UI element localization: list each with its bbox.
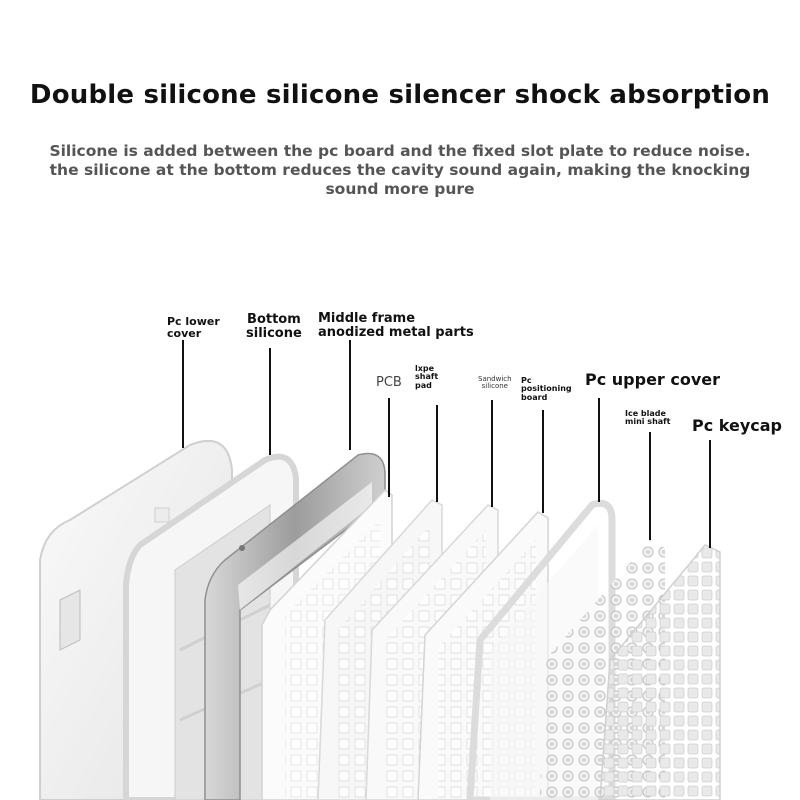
label-line: Sandwich	[478, 375, 512, 383]
label-line: lxpe	[415, 364, 435, 373]
label-line: positioning	[521, 384, 572, 394]
label-pc-lower-cover: Pc lower cover	[167, 316, 220, 339]
label-line: board	[521, 392, 548, 402]
label-line: pad	[415, 380, 432, 390]
label-sandwich-silicone: Sandwich silicone	[478, 375, 512, 391]
label-line: Pc	[521, 376, 532, 385]
label-line: Bottom	[247, 312, 301, 327]
label-line: silicone	[481, 382, 508, 391]
label-line: shaft	[415, 372, 439, 382]
page-title: Double silicone silicone silencer shock …	[29, 80, 771, 110]
label-pc-upper-cover: Pc upper cover	[585, 370, 721, 389]
label-middle-frame: Middle frame anodized metal parts	[318, 312, 474, 339]
label-line: cover	[167, 326, 202, 340]
label-line: silicone	[246, 325, 302, 341]
subtitle-line-1: Silicone is added between the pc board a…	[49, 142, 751, 160]
middle-frame-layer	[204, 452, 386, 800]
label-line: anodized metal parts	[318, 324, 474, 340]
label-line: Ice blade	[625, 409, 666, 418]
label-pc-keycap: Pc keycap	[692, 416, 783, 435]
leader-lines	[182, 340, 711, 548]
label-pcb: PCB	[376, 375, 402, 390]
label-ixpe-shaft-pad: lxpe shaft pad	[415, 364, 439, 390]
pc-keycap-layer	[599, 544, 721, 800]
subtitle: Silicone is added between the pc board a…	[20, 142, 780, 199]
label-line: Middle frame	[318, 311, 416, 326]
label-pc-positioning-board: Pc positioning board	[521, 376, 572, 402]
label-ice-blade-mini-shaft: Ice blade mini shaft	[625, 409, 671, 427]
subtitle-line-3: sound more pure	[325, 180, 475, 198]
label-line: Pc lower	[167, 315, 220, 328]
label-bottom-silicone: Bottom silicone	[246, 313, 302, 340]
subtitle-line-2: the silicone at the bottom reduces the c…	[49, 161, 751, 179]
label-line: mini shaft	[625, 417, 671, 427]
